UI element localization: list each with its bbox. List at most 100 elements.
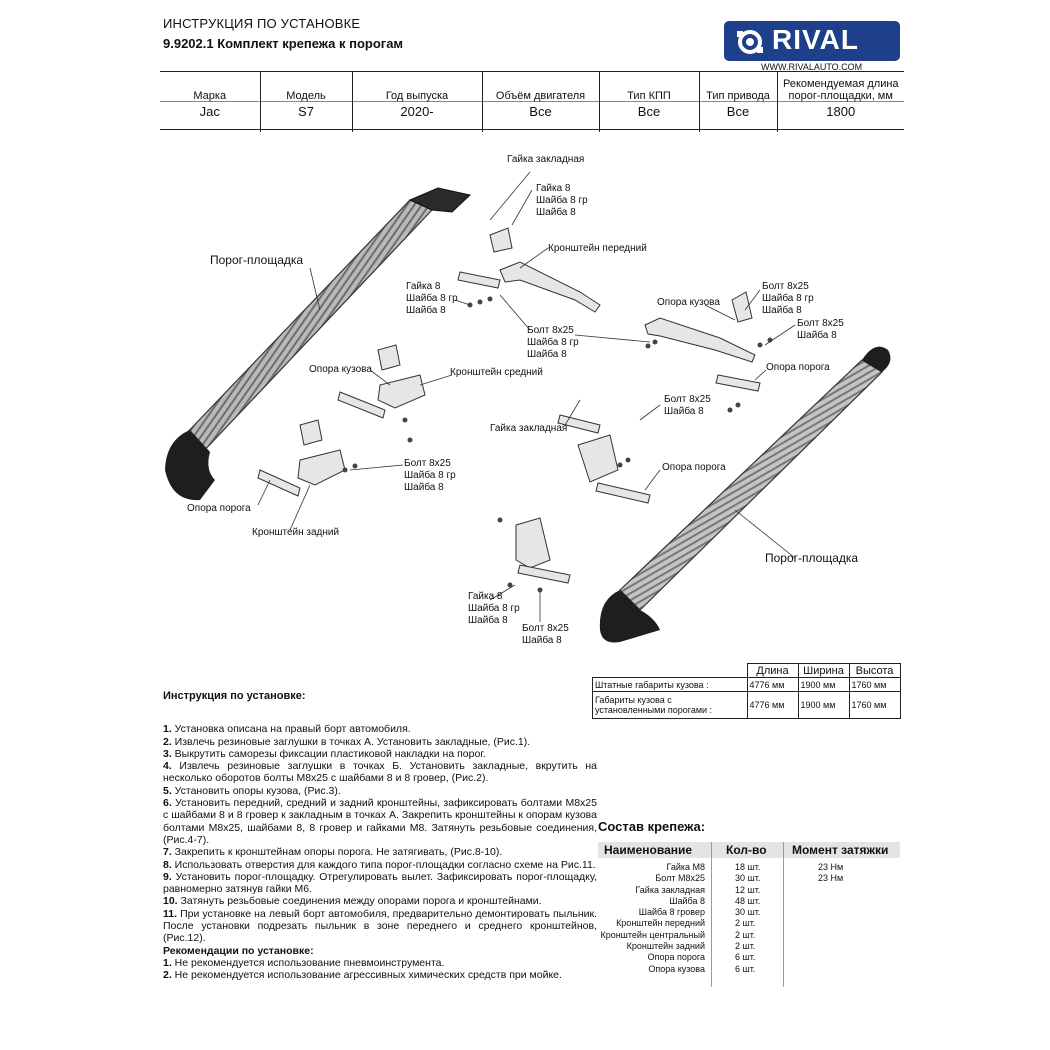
label-gaika8-top: Гайка 8 (536, 183, 571, 194)
instructions-title: Инструкция по установке: (163, 690, 306, 702)
kit-header-qty: Кол-во (726, 843, 767, 857)
instruction-step: 6. Установить передний, средний и задний… (163, 797, 597, 846)
kit-table-header: Наименование Кол-во Момент затяжки (598, 842, 900, 858)
label-shayba8-mid: Шайба 8 (406, 305, 446, 316)
spec-header-year: Год выпуска (351, 72, 482, 104)
dims-header-width: Ширина (797, 663, 850, 678)
recommendation: 2. Не рекомендуется использование агресс… (163, 969, 562, 982)
instruction-step: 10. Затянуть резьбовые соединения между … (163, 895, 542, 908)
kit-title: Состав крепежа: (598, 819, 706, 834)
kit-header-torque: Момент затяжки (792, 843, 889, 857)
label-shayba8-top: Шайба 8 (536, 207, 576, 218)
dims-header-height: Высота (848, 663, 901, 678)
label-shayba8-r2: Шайба 8 (797, 330, 837, 341)
spec-header-length: Рекомендуемая длина порог-площадки, мм (776, 72, 904, 104)
website-link[interactable]: WWW.RIVALAUTO.COM (761, 62, 863, 72)
label-bolt-c: Болт 8х25 (664, 394, 711, 405)
dimensions-table: Длина Ширина Высота Штатные габариты куз… (592, 663, 901, 719)
label-bolt-mid: Болт 8х25 (527, 325, 574, 336)
dims-value: 1900 мм (797, 691, 850, 719)
recommendations-title: Рекомендации по установке: (163, 944, 314, 957)
label-gaika-zakl-c: Гайка закладная (490, 423, 568, 434)
instruction-step: 2. Извлечь резиновые заглушки в точках А… (163, 735, 531, 748)
label-porog-right: Порог-площадка (765, 551, 859, 565)
fasteners (342, 296, 773, 593)
label-porog-left: Порог-площадка (210, 253, 304, 267)
label-bolt-r2: Болт 8х25 (797, 318, 844, 329)
label-shayba8gr-bolt-mid: Шайба 8 гр (527, 337, 579, 348)
spec-header-model: Модель (259, 72, 352, 104)
spec-value-year: 2020- (351, 104, 482, 132)
front-bracket (457, 227, 756, 363)
vehicle-spec-table: Марка Модель Год выпуска Объём двигателя… (160, 72, 904, 132)
dims-value: 1760 мм (848, 677, 901, 692)
label-shayba8gr-r1: Шайба 8 гр (762, 293, 814, 304)
spec-value-brand: Jac (199, 104, 220, 119)
dims-row-label: Штатные габариты кузова : (592, 677, 748, 692)
spec-value-engine: Все (481, 104, 599, 132)
spec-top-rule (160, 71, 904, 72)
label-opora-poroga-r: Опора порога (766, 362, 830, 373)
exploded-assembly-diagram (165, 171, 891, 643)
label-shayba8-b2: Шайба 8 (522, 635, 562, 646)
rear-brackets (515, 374, 761, 584)
label-opora-poroga-l: Опора порога (187, 503, 251, 514)
label-gaika8-b: Гайка 8 (468, 591, 503, 602)
spec-value-drive: Все (698, 104, 777, 132)
dims-value: 4776 мм (746, 691, 799, 719)
dims-header-length: Длина (746, 663, 799, 678)
installation-instructions: Инструкция по установке: 1. Установка оп… (163, 690, 597, 982)
spec-value-model: S7 (259, 104, 352, 132)
instruction-step: 3. Выкрутить саморезы фиксации пластиков… (163, 747, 486, 760)
kit-header-name: Наименование (604, 843, 693, 857)
dims-value: 1760 мм (848, 691, 901, 719)
label-kronsht-pered: Кронштейн передний (548, 243, 647, 254)
dims-value: 1900 мм (797, 677, 850, 692)
label-bolt-b: Болт 8х25 (522, 623, 569, 634)
label-kronsht-sred: Кронштейн средний (450, 367, 543, 378)
spec-header-engine: Объём двигателя (481, 72, 599, 104)
instruction-step: 1. Установка описана на правый борт авто… (163, 723, 411, 736)
dims-row-label: Габариты кузова с установленными порогам… (592, 691, 748, 719)
running-board-right (599, 346, 891, 643)
label-shayba8gr-l: Шайба 8 гр (404, 470, 456, 481)
label-bolt-r1: Болт 8х25 (762, 281, 809, 292)
spec-value-gearbox: Все (598, 104, 699, 132)
label-shayba8-bolt-mid: Шайба 8 (527, 349, 567, 360)
spec-header-drive: Тип привода (698, 72, 777, 104)
logo-text: RIVAL (772, 24, 859, 55)
instruction-step: 5. Установить опоры кузова, (Рис.3). (163, 784, 341, 797)
running-board-left (165, 187, 472, 501)
label-opora-kuzova-right: Опора кузова (657, 297, 720, 308)
label-shayba8gr-top: Шайба 8 гр (536, 195, 588, 206)
label-opora-poroga-c: Опора порога (662, 462, 726, 473)
label-shayba8-b: Шайба 8 (468, 615, 508, 626)
label-shayba8gr-b: Шайба 8 гр (468, 603, 520, 614)
label-gaika8-mid: Гайка 8 (406, 281, 441, 292)
kit-divider (783, 842, 784, 987)
kit-divider (711, 842, 712, 987)
spec-header-brand: Марка (193, 90, 227, 102)
dims-value: 4776 мм (746, 677, 799, 692)
instruction-step: 7. Закрепить к кронштейнам опоры порога.… (163, 846, 503, 859)
label-shayba8-l: Шайба 8 (404, 482, 444, 493)
rival-logo: RIVAL (724, 21, 900, 61)
label-shayba8-c: Шайба 8 (664, 406, 704, 417)
instruction-step: 4. Извлечь резиновые заглушки в точках Б… (163, 760, 597, 785)
label-kronsht-zad: Кронштейн задний (252, 527, 340, 538)
label-bolt-l: Болт 8х25 (404, 458, 451, 469)
label-opora-kuzova-left: Опора кузова (309, 364, 372, 375)
instruction-step: 11. При установке на левый борт автомоби… (163, 907, 597, 945)
document-subtitle: 9.9202.1 Комплект крепежа к порогам (163, 36, 404, 51)
spec-value-length: 1800 (776, 104, 904, 132)
leader-lines (257, 171, 796, 622)
instruction-step: 9. Установить порог-площадку. Отрегулиро… (163, 870, 597, 896)
